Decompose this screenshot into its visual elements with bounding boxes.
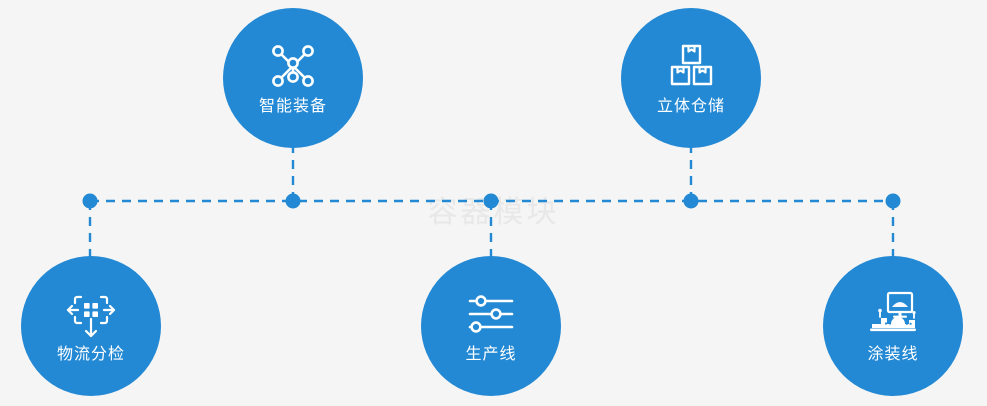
node-label: 智能装备	[258, 98, 327, 116]
joint-dot-painting	[885, 193, 901, 209]
joint-dot-sorting	[82, 193, 98, 209]
node-sorting[interactable]: 物流分检	[21, 256, 161, 396]
paint-booth-icon	[867, 288, 919, 340]
node-smart-equipment[interactable]: 智能装备	[223, 8, 363, 148]
node-label: 物流分检	[56, 346, 125, 364]
node-label: 涂装线	[867, 346, 919, 364]
node-painting[interactable]: 涂装线	[823, 256, 963, 396]
sliders-icon	[465, 288, 517, 340]
node-label: 立体仓储	[656, 98, 725, 116]
joint-dot-production	[483, 193, 499, 209]
network-nodes-icon	[267, 40, 319, 92]
node-label: 生产线	[465, 346, 517, 364]
joint-dot-warehouse	[683, 193, 699, 209]
node-warehouse[interactable]: 立体仓储	[621, 8, 761, 148]
stacked-boxes-icon	[665, 40, 717, 92]
sorting-arrows-icon	[65, 288, 117, 340]
joint-dot-smart-equipment	[285, 193, 301, 209]
node-production[interactable]: 生产线	[421, 256, 561, 396]
